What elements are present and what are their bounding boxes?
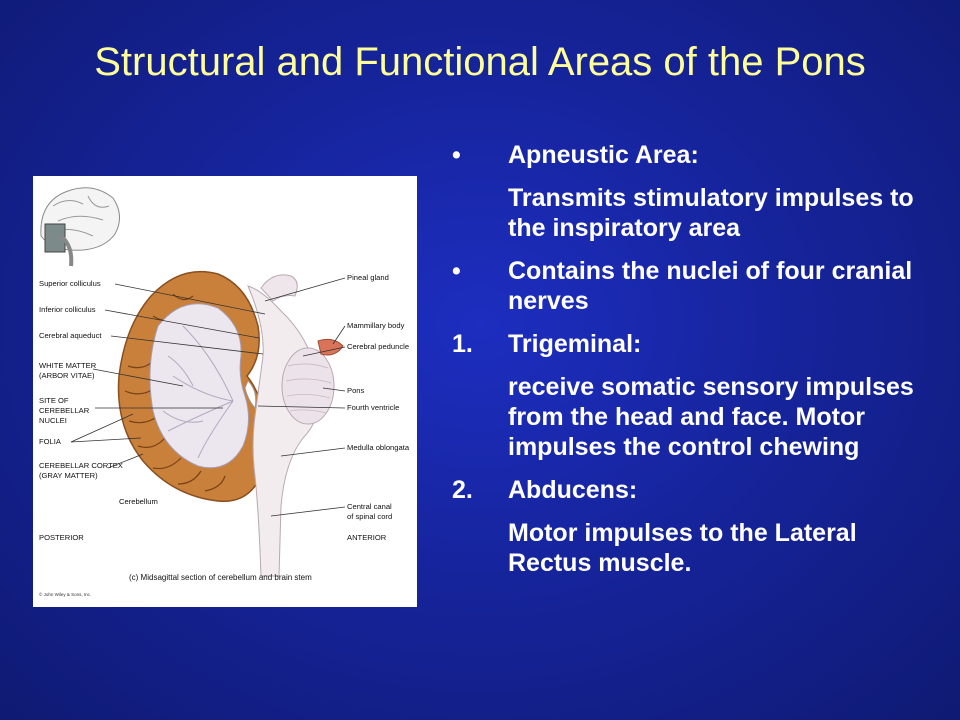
inset-brain-thumbnail [40, 187, 120, 267]
left-leader-lines [70, 283, 266, 469]
item-text: Transmits stimulatory impulses to the in… [508, 184, 914, 242]
label-cerebral-peduncle: Cerebral peduncle [347, 342, 409, 351]
item-text: Apneustic Area: [508, 141, 699, 169]
label-spinal-cord: of spinal cord [347, 512, 392, 521]
item-text: Trigeminal: [508, 330, 642, 358]
item-text: Motor impulses to the Lateral Rectus mus… [508, 519, 857, 577]
label-site-of: SITE OF [39, 396, 69, 405]
list-item: receive somatic sensory impulses from th… [452, 372, 942, 462]
item-text: Contains the nuclei of four cranial nerv… [508, 257, 913, 315]
figure-copyright: © John Wiley & Sons, Inc. [39, 591, 91, 597]
label-central-canal: Central canal [347, 502, 392, 511]
list-item: • Apneustic Area: [452, 140, 942, 170]
label-posterior: POSTERIOR [39, 533, 84, 542]
pons-striations [285, 363, 332, 414]
label-medulla-oblongata: Medulla oblongata [347, 443, 410, 452]
label-mammillary-body: Mammillary body [347, 321, 405, 330]
figure-caption: (c) Midsagittal section of cerebellum an… [129, 573, 312, 582]
label-cerebral-aqueduct: Cerebral aqueduct [39, 331, 102, 340]
label-cerebellar: CEREBELLAR [39, 406, 90, 415]
label-fourth-ventricle: Fourth ventricle [347, 403, 399, 412]
list-item: 2. Abducens: [452, 475, 942, 505]
label-cerebellum: Cerebellum [119, 497, 158, 506]
label-arbor-vitae: (ARBOR VITAE) [39, 371, 95, 380]
right-leader-lines [257, 277, 346, 517]
slide-title: Structural and Functional Areas of the P… [94, 40, 866, 84]
bullet-marker: • [452, 257, 461, 285]
brain-diagram: Superior colliculus Inferior colliculus … [33, 176, 417, 607]
right-labels: Pineal gland Mammillary body Cerebral pe… [347, 273, 410, 542]
label-superior-colliculus: Superior colliculus [39, 279, 101, 288]
arbor-branches [162, 325, 234, 459]
arbor-vitae [149, 303, 249, 469]
label-cerebellar-cortex: CEREBELLAR CORTEX [39, 461, 123, 470]
label-pineal-gland: Pineal gland [347, 273, 389, 282]
item-text: Abducens: [508, 476, 638, 504]
number-marker: 2. [452, 476, 473, 504]
label-anterior: ANTERIOR [347, 533, 387, 542]
label-white-matter: WHITE MATTER [39, 361, 97, 370]
bullet-marker: • [452, 141, 461, 169]
label-inferior-colliculus: Inferior colliculus [39, 305, 96, 314]
item-text: receive somatic sensory impulses from th… [508, 373, 914, 461]
list-item: Motor impulses to the Lateral Rectus mus… [452, 518, 942, 578]
brain-illustration: Superior colliculus Inferior colliculus … [39, 187, 410, 597]
label-folia: FOLIA [39, 437, 62, 446]
left-labels: Superior colliculus Inferior colliculus … [39, 279, 158, 542]
label-nuclei: NUCLEI [39, 416, 67, 425]
number-marker: 1. [452, 330, 473, 358]
slide-body: • Apneustic Area: Transmits stimulatory … [452, 140, 942, 591]
list-item: Transmits stimulatory impulses to the in… [452, 183, 942, 243]
label-pons: Pons [347, 386, 365, 395]
label-gray-matter: (GRAY MATTER) [39, 471, 98, 480]
list-item: 1. Trigeminal: [452, 329, 942, 359]
list-item: • Contains the nuclei of four cranial ne… [452, 256, 942, 316]
